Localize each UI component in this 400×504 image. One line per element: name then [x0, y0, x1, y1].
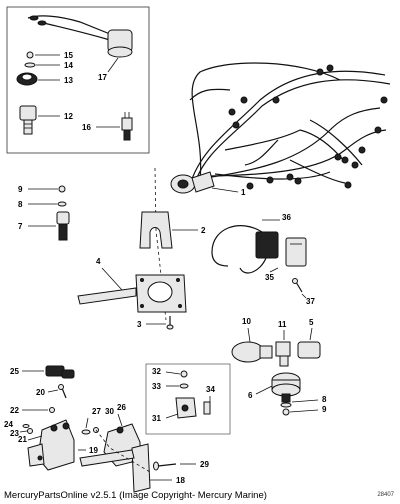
label-34: 34	[206, 385, 215, 394]
part-11-fitting[interactable]	[275, 341, 291, 367]
label-8-right: 8	[322, 395, 327, 404]
part-3-screw[interactable]	[166, 316, 174, 330]
label-30: 30	[105, 407, 114, 416]
label-25: 25	[10, 367, 19, 376]
label-19: 19	[89, 446, 98, 455]
label-8-left: 8	[18, 200, 23, 209]
label-22: 22	[10, 406, 19, 415]
label-36: 36	[282, 213, 291, 222]
label-12: 12	[64, 112, 73, 121]
part-5-coupling[interactable]	[297, 341, 321, 359]
label-16: 16	[82, 123, 91, 132]
part-9-nut-left[interactable]	[58, 185, 66, 193]
part-34-screw[interactable]	[203, 401, 211, 415]
part-7-sender[interactable]	[56, 211, 70, 241]
part-25-clip[interactable]	[45, 365, 75, 379]
label-11: 11	[278, 320, 287, 329]
label-3: 3	[137, 320, 142, 329]
part-31-switch[interactable]	[175, 397, 197, 419]
part-8-washer-right[interactable]	[280, 402, 292, 408]
label-15: 15	[64, 51, 73, 60]
label-20: 20	[36, 388, 45, 397]
part-1-wiring-harness[interactable]	[170, 62, 391, 194]
label-9-right: 9	[322, 405, 327, 414]
label-32: 32	[152, 367, 161, 376]
part-36-module[interactable]	[211, 225, 279, 274]
label-9-left: 9	[18, 185, 23, 194]
label-24: 24	[4, 420, 13, 429]
label-23: 23	[10, 429, 19, 438]
parts-32-34-box	[145, 363, 231, 435]
inset-box	[6, 6, 150, 154]
harness-terminals	[228, 64, 388, 190]
part-6-sender[interactable]	[271, 372, 301, 403]
label-2: 2	[201, 226, 206, 235]
part-24-washer[interactable]	[22, 424, 30, 428]
part-15-nut[interactable]	[26, 51, 34, 59]
part-22-nut[interactable]	[49, 407, 55, 413]
part-16-switch[interactable]	[121, 112, 133, 141]
part-27-washer[interactable]	[81, 429, 91, 435]
label-27: 27	[92, 407, 101, 416]
part-14-washer[interactable]	[24, 62, 36, 68]
copyright-footer: MercuryPartsOnline v2.5.1 (Image Copyrig…	[4, 490, 267, 501]
part-4-plate[interactable]	[77, 274, 187, 313]
drawing-code: 28407	[377, 492, 394, 498]
part-12-sender[interactable]	[19, 105, 37, 135]
label-17: 17	[98, 73, 107, 82]
part-8-washer-left[interactable]	[57, 201, 67, 207]
part-33-washer[interactable]	[179, 383, 189, 389]
label-6: 6	[248, 391, 253, 400]
part-23-nut[interactable]	[27, 428, 33, 434]
part-18-bracket[interactable]	[79, 443, 151, 493]
label-35: 35	[265, 273, 274, 282]
solenoid-guide-line	[95, 429, 151, 473]
label-7: 7	[18, 222, 23, 231]
part-19-solenoid[interactable]	[27, 419, 75, 471]
part-2-bracket[interactable]	[139, 211, 173, 249]
part-35-plug[interactable]	[285, 237, 307, 267]
part-9-nut-right[interactable]	[282, 408, 290, 416]
label-1: 1	[241, 188, 246, 197]
part-20-screw[interactable]	[58, 384, 67, 399]
part-17-sensor[interactable]	[27, 15, 133, 58]
part-13-grommet[interactable]	[16, 72, 38, 86]
part-29-screw[interactable]	[153, 461, 177, 471]
label-26: 26	[117, 403, 126, 412]
label-21: 21	[18, 435, 27, 444]
part-32-nut[interactable]	[180, 370, 188, 378]
part-37-screw[interactable]	[292, 278, 303, 293]
label-33: 33	[152, 382, 161, 391]
part-10-pressure-sender[interactable]	[231, 341, 273, 363]
label-4: 4	[96, 257, 101, 266]
label-18: 18	[176, 476, 185, 485]
label-5: 5	[309, 318, 314, 327]
label-13: 13	[64, 76, 73, 85]
label-31: 31	[152, 414, 161, 423]
label-10: 10	[242, 317, 251, 326]
label-14: 14	[64, 61, 73, 70]
label-29: 29	[200, 460, 209, 469]
label-37: 37	[306, 297, 315, 306]
